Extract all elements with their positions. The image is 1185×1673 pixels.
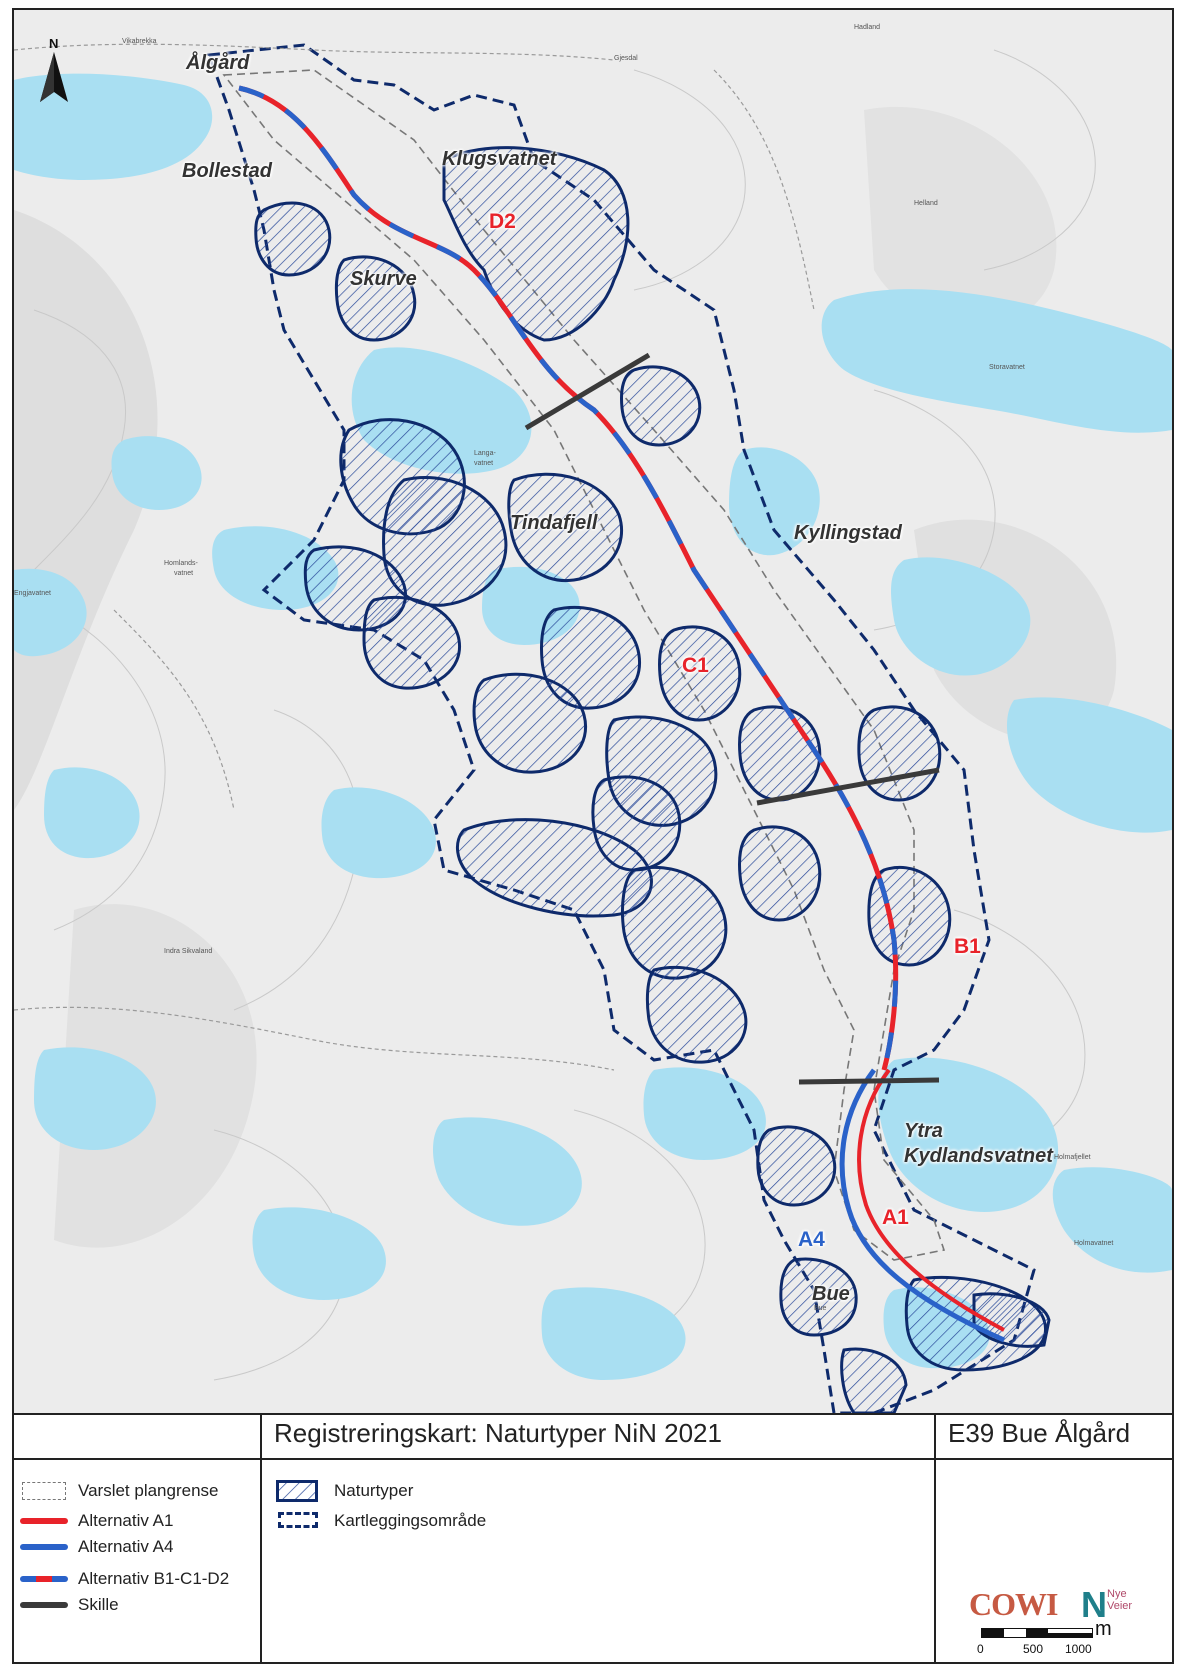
- label-a4: A4: [798, 1228, 825, 1251]
- label-d2: D2: [489, 210, 516, 233]
- map-area[interactable]: Vikabrekka Gjesdal Hadland Helland Stora…: [14, 10, 1172, 1415]
- legend-item-plangrense: Varslet plangrense: [20, 1480, 219, 1502]
- legend-item-skille: Skille: [20, 1594, 119, 1616]
- place-bue: Bue: [812, 1283, 850, 1305]
- a1-swatch-icon: [20, 1510, 68, 1532]
- legend-left-cell: [14, 1415, 262, 1662]
- legend-topleft-cell: [14, 1415, 262, 1460]
- b1c1d2-swatch-icon: [20, 1568, 68, 1590]
- naturtyper: [254, 146, 1051, 1413]
- lake-ytra-kydlandsvatnet: [878, 1057, 1059, 1212]
- skille-swatch-icon: [20, 1594, 68, 1616]
- lake-holmavatnet: [1052, 1167, 1172, 1273]
- lake-right2: [1006, 697, 1172, 833]
- a4-swatch-icon: [20, 1536, 68, 1558]
- veier-logo-text: Veier: [1107, 1600, 1133, 1612]
- project-title: E39 Bue Ålgård: [948, 1418, 1131, 1448]
- skille-lines: [524, 352, 940, 1085]
- north-label: N: [49, 36, 59, 51]
- label-a1: A1: [882, 1206, 909, 1229]
- scale-unit: m: [1095, 1618, 1112, 1640]
- label-b1: B1: [954, 935, 981, 958]
- place-skurve: Skurve: [350, 268, 417, 290]
- place-kyllingstad: Kyllingstad: [794, 522, 902, 544]
- lake-engjavatnet: [14, 568, 87, 657]
- scale-tick-0: 0: [977, 1642, 984, 1656]
- lake-mid-left: [321, 787, 436, 879]
- place-bollestad: Bollestad: [182, 160, 273, 182]
- lake-right1: [891, 557, 1031, 676]
- scale-tick-1000: 1000: [1065, 1642, 1092, 1656]
- lake-bottom1: [432, 1117, 582, 1226]
- lake-bottom3: [541, 1287, 686, 1380]
- legend-label: Skille: [78, 1595, 119, 1614]
- place-algard: Ålgård: [186, 52, 250, 74]
- nye-veier-logo-icon: N: [1081, 1584, 1107, 1625]
- legend-label: Alternativ A1: [78, 1511, 174, 1530]
- place-ytra: Ytra: [904, 1120, 943, 1142]
- map-title: Registreringskart: Naturtyper NiN 2021: [274, 1418, 722, 1448]
- legend-mid-cell: [262, 1460, 936, 1662]
- naturtyper-swatch-icon: [276, 1480, 324, 1502]
- relief-shade: [864, 106, 1057, 327]
- kartleggingsomrade-boundary: [206, 43, 1036, 1413]
- legend-item-kartlegging: Kartleggingsområde: [276, 1510, 486, 1532]
- nye-logo-text: Nye: [1107, 1588, 1127, 1600]
- legend-item-naturtyper: Naturtyper: [276, 1480, 413, 1502]
- scale-bar: [981, 1628, 1093, 1638]
- route-b1-c1-d2: [238, 85, 899, 1071]
- relief-shade: [54, 904, 257, 1248]
- place-kydlandsvatnet: Kydlandsvatnet: [904, 1145, 1053, 1167]
- route-a4: [839, 1068, 1006, 1343]
- lake-left4: [34, 1047, 156, 1150]
- title-cell: [262, 1415, 936, 1460]
- legend-label: Alternativ A4: [78, 1537, 174, 1556]
- project-cell: [936, 1415, 1172, 1460]
- scale-tick-500: 500: [1023, 1642, 1044, 1656]
- relief-shade: [14, 210, 158, 810]
- lake-bottom2: [252, 1207, 386, 1300]
- legend-item-a4: Alternativ A4: [20, 1536, 173, 1558]
- place-tindafjell: Tindafjell: [510, 512, 598, 534]
- legend-label: Naturtyper: [334, 1481, 414, 1500]
- map-canvas: [14, 10, 1172, 1413]
- contours: [33, 49, 1096, 1381]
- cowi-logo: COWI: [969, 1586, 1058, 1622]
- lake-left2: [111, 436, 202, 510]
- legend-label: Varslet plangrense: [78, 1481, 219, 1500]
- lake-left3: [44, 767, 140, 859]
- lake-algard: [14, 73, 213, 180]
- route-a1: [857, 1068, 1005, 1332]
- lake-storavatnet: [821, 289, 1172, 433]
- legend-item-a1: Alternativ A1: [20, 1510, 173, 1532]
- kartlegging-swatch-icon: [276, 1510, 324, 1532]
- legend-item-b1c1d2: Alternativ B1-C1-D2: [20, 1568, 229, 1590]
- logos: COWI N Nye Veier m 0 500 1000: [969, 1584, 1169, 1660]
- legend-label: Kartleggingsområde: [334, 1511, 487, 1530]
- north-arrow-icon: N: [36, 36, 72, 110]
- label-c1: C1: [682, 654, 709, 677]
- legend-label: Alternativ B1-C1-D2: [78, 1569, 230, 1588]
- map-sheet: Vikabrekka Gjesdal Hadland Helland Stora…: [12, 8, 1174, 1664]
- plangrense-swatch-icon: [20, 1480, 68, 1502]
- place-klugsvatnet: Klugsvatnet: [442, 148, 557, 170]
- roads: [14, 43, 815, 1071]
